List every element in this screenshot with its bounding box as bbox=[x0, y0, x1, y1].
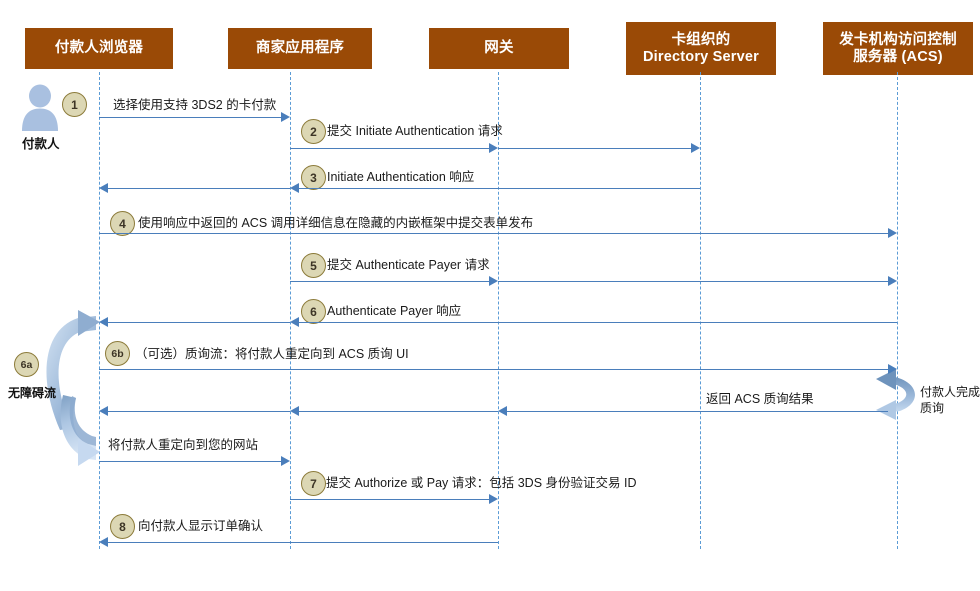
payer-completes-challenge-note: 付款人完成 质询 bbox=[920, 385, 980, 415]
message-arrow-5b bbox=[498, 281, 888, 282]
step-badge-8: 8 bbox=[110, 514, 135, 539]
message-arrow-acs-result-c-head bbox=[498, 406, 507, 416]
actor-box-gateway: 网关 bbox=[429, 28, 569, 69]
message-arrow-redirect-head bbox=[281, 456, 290, 466]
actor-box-acs: 发卡机构访问控制 服务器 (ACS) bbox=[823, 22, 973, 75]
message-arrow-7 bbox=[290, 499, 489, 500]
message-arrow-3a bbox=[108, 188, 290, 189]
message-label-7-prefix: 提交 Authorize 或 Pay 请求：包括 bbox=[326, 476, 518, 490]
lifeline-merchant-app bbox=[290, 72, 291, 549]
message-arrow-2a-head bbox=[489, 143, 498, 153]
message-arrow-4 bbox=[99, 233, 888, 234]
message-arrow-6b-head bbox=[290, 317, 299, 327]
message-arrow-1-head bbox=[281, 112, 290, 122]
message-arrow-7-head bbox=[489, 494, 498, 504]
step-badge-4: 4 bbox=[110, 211, 135, 236]
message-arrow-redirect bbox=[99, 461, 281, 462]
message-arrow-3c bbox=[498, 188, 700, 189]
message-arrow-acs-result-c bbox=[507, 411, 888, 412]
message-arrow-6c bbox=[498, 322, 897, 323]
lifeline-gateway bbox=[498, 72, 499, 549]
step-badge-6: 6 bbox=[301, 299, 326, 324]
message-arrow-8 bbox=[108, 542, 498, 543]
message-label-6: Authenticate Payer 响应 bbox=[327, 304, 462, 318]
message-label-8: 向付款人显示订单确认 bbox=[138, 519, 264, 533]
message-arrow-1 bbox=[99, 117, 281, 118]
message-arrow-6b bbox=[299, 322, 498, 323]
lifeline-payer-browser bbox=[99, 72, 100, 549]
message-arrow-6a-head bbox=[99, 317, 108, 327]
message-label-1: 选择使用支持 3DS2 的卡付款 bbox=[113, 98, 277, 112]
message-arrow-5a-head bbox=[489, 276, 498, 286]
lifeline-acs bbox=[897, 72, 898, 549]
step-badge-5: 5 bbox=[301, 253, 326, 278]
actor-box-directory-server: 卡组织的 Directory Server bbox=[626, 22, 776, 75]
message-arrow-3a-head bbox=[99, 183, 108, 193]
message-arrow-2a bbox=[290, 148, 489, 149]
message-label-acs-result: 返回 ACS 质询结果 bbox=[706, 392, 814, 406]
message-arrow-8-head bbox=[99, 537, 108, 547]
step-badge-6a: 6a bbox=[14, 352, 39, 377]
step-badge-7: 7 bbox=[301, 471, 326, 496]
message-arrow-6b-challenge-head bbox=[888, 364, 897, 374]
message-label-5: 提交 Authenticate Payer 请求 bbox=[327, 258, 490, 272]
lifeline-directory-server bbox=[700, 72, 701, 549]
person-icon bbox=[22, 84, 58, 131]
step-badge-6b: 6b bbox=[105, 341, 130, 366]
message-arrow-acs-result-b bbox=[299, 411, 498, 412]
message-label-3: Initiate Authentication 响应 bbox=[327, 170, 475, 184]
message-arrow-5a bbox=[290, 281, 489, 282]
acs-challenge-loop bbox=[876, 369, 915, 420]
step-badge-1: 1 bbox=[62, 92, 87, 117]
message-arrow-6a bbox=[108, 322, 290, 323]
message-arrow-3b-head bbox=[290, 183, 299, 193]
message-arrow-acs-result-b-head bbox=[290, 406, 299, 416]
message-arrow-acs-result-a-head bbox=[99, 406, 108, 416]
message-label-redirect: 将付款人重定向到您的网站 bbox=[108, 438, 259, 452]
step-badge-2: 2 bbox=[301, 119, 326, 144]
message-arrow-6b-challenge bbox=[99, 369, 888, 370]
message-label-7-bold: 3DS 身份验证交易 ID bbox=[517, 476, 637, 490]
message-label-4: 使用响应中返回的 ACS 调用详细信息在隐藏的内嵌框架中提交表单发布 bbox=[138, 216, 534, 230]
actor-box-merchant-app: 商家应用程序 bbox=[228, 28, 372, 69]
frictionless-flow-label: 无障碍流 bbox=[8, 386, 57, 400]
message-arrow-2b bbox=[498, 148, 691, 149]
step-badge-3: 3 bbox=[301, 165, 326, 190]
message-arrow-acs-result-a bbox=[108, 411, 290, 412]
person-label: 付款人 bbox=[22, 137, 60, 151]
message-label-6b: （可选）质询流：将付款人重定向到 ACS 质询 UI bbox=[135, 347, 409, 361]
message-label-2: 提交 Initiate Authentication 请求 bbox=[327, 124, 503, 138]
message-arrow-2b-head bbox=[691, 143, 700, 153]
message-arrow-4-head bbox=[888, 228, 897, 238]
actor-box-payer-browser: 付款人浏览器 bbox=[25, 28, 173, 69]
message-label-7: 提交 Authorize 或 Pay 请求：包括 3DS 身份验证交易 ID bbox=[326, 476, 636, 491]
message-arrow-5b-head bbox=[888, 276, 897, 286]
message-arrow-3b bbox=[299, 188, 498, 189]
